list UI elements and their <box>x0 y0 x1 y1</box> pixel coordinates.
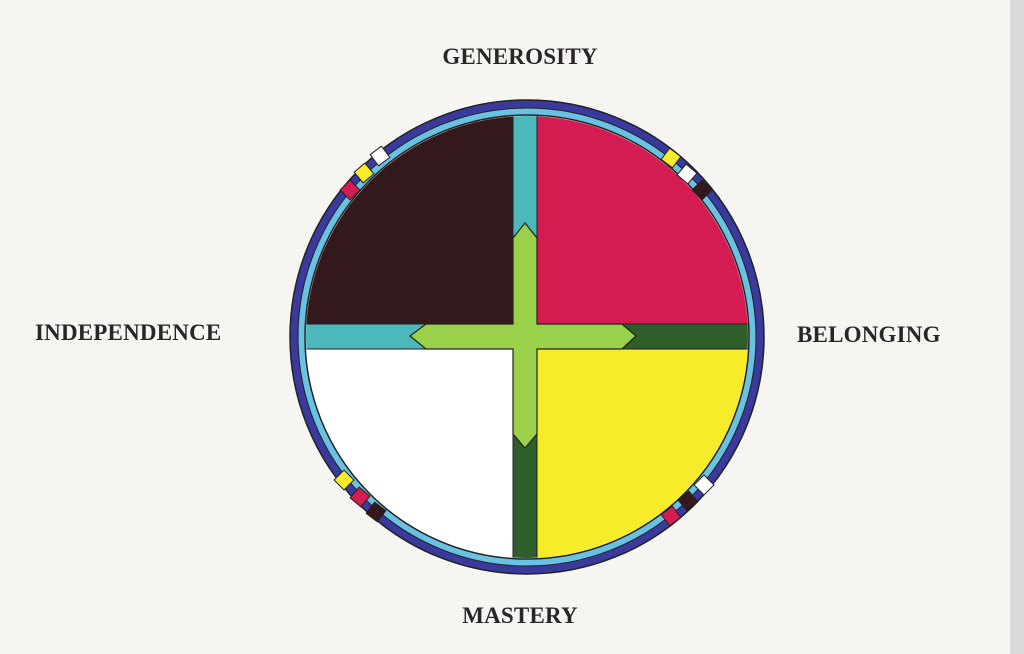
bead-yellow <box>353 162 375 184</box>
bead-yellow <box>333 469 355 491</box>
label-belonging: BELONGING <box>797 322 941 347</box>
center-cross <box>409 222 637 449</box>
bead-white <box>676 163 698 185</box>
label-independence: INDEPENDENCE <box>35 320 222 345</box>
page-edge <box>1010 0 1024 654</box>
label-mastery: MASTERY <box>462 603 578 628</box>
bead-yellow <box>660 147 682 169</box>
label-generosity: GENEROSITY <box>442 44 598 69</box>
bead-white <box>693 474 715 496</box>
bead-black <box>691 179 713 201</box>
bead-red <box>660 505 682 527</box>
bead-black <box>677 490 699 512</box>
bead-red <box>349 486 371 508</box>
bead-red <box>339 179 361 201</box>
beads <box>333 145 715 527</box>
bead-white <box>369 145 391 167</box>
bead-black <box>365 501 387 523</box>
